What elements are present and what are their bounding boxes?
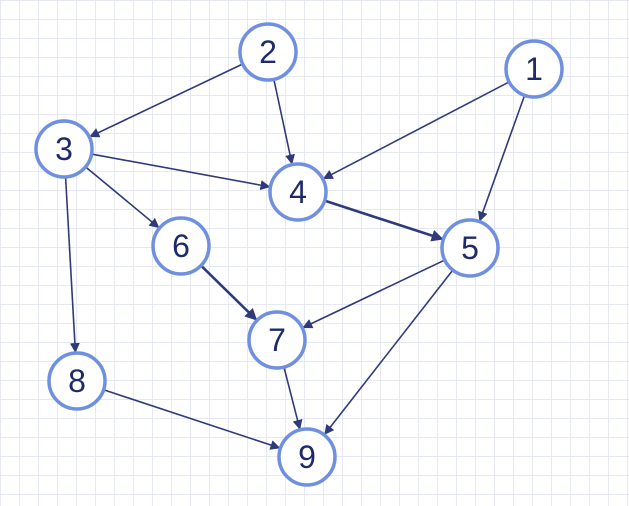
node-label: 7 xyxy=(268,322,286,358)
node-circle xyxy=(504,39,564,99)
node-label: 8 xyxy=(68,363,86,399)
node-5: 5 xyxy=(440,218,500,278)
node-4: 4 xyxy=(268,162,328,222)
node-6: 6 xyxy=(151,216,211,276)
node-circle xyxy=(268,162,328,222)
node-circle xyxy=(238,22,298,82)
node-circle xyxy=(440,218,500,278)
node-2: 2 xyxy=(238,22,298,82)
edge-7-to-9 xyxy=(283,366,303,430)
node-label: 6 xyxy=(172,228,190,264)
edge-2-to-3 xyxy=(89,63,244,138)
edge-4-to-5 xyxy=(324,199,444,242)
edge-6-to-7 xyxy=(200,264,258,321)
node-label: 2 xyxy=(259,34,277,70)
edge-8-to-9 xyxy=(103,389,281,450)
node-9: 9 xyxy=(277,427,337,487)
node-1: 1 xyxy=(504,39,564,99)
node-circle xyxy=(47,351,107,411)
edge-3-to-8 xyxy=(64,176,80,354)
node-circle xyxy=(34,119,94,179)
edges-layer xyxy=(64,63,526,450)
node-circle xyxy=(151,216,211,276)
edge-3-to-6 xyxy=(85,166,160,229)
node-label: 1 xyxy=(525,51,543,87)
node-circle xyxy=(277,427,337,487)
edge-5-to-9 xyxy=(324,269,454,435)
edge-1-to-4 xyxy=(322,81,510,180)
edge-3-to-4 xyxy=(91,153,271,191)
nodes-layer: 1 2 3 4 5 6 7 8 9 xyxy=(34,22,564,487)
node-label: 9 xyxy=(298,439,316,475)
node-label: 3 xyxy=(55,131,73,167)
edge-1-to-5 xyxy=(478,95,526,222)
node-label: 4 xyxy=(289,174,307,210)
node-8: 8 xyxy=(47,351,107,411)
edge-2-to-4 xyxy=(273,79,295,165)
node-7: 7 xyxy=(247,310,307,370)
edge-5-to-7 xyxy=(302,259,446,329)
node-circle xyxy=(247,310,307,370)
node-3: 3 xyxy=(34,119,94,179)
node-label: 5 xyxy=(461,230,479,266)
